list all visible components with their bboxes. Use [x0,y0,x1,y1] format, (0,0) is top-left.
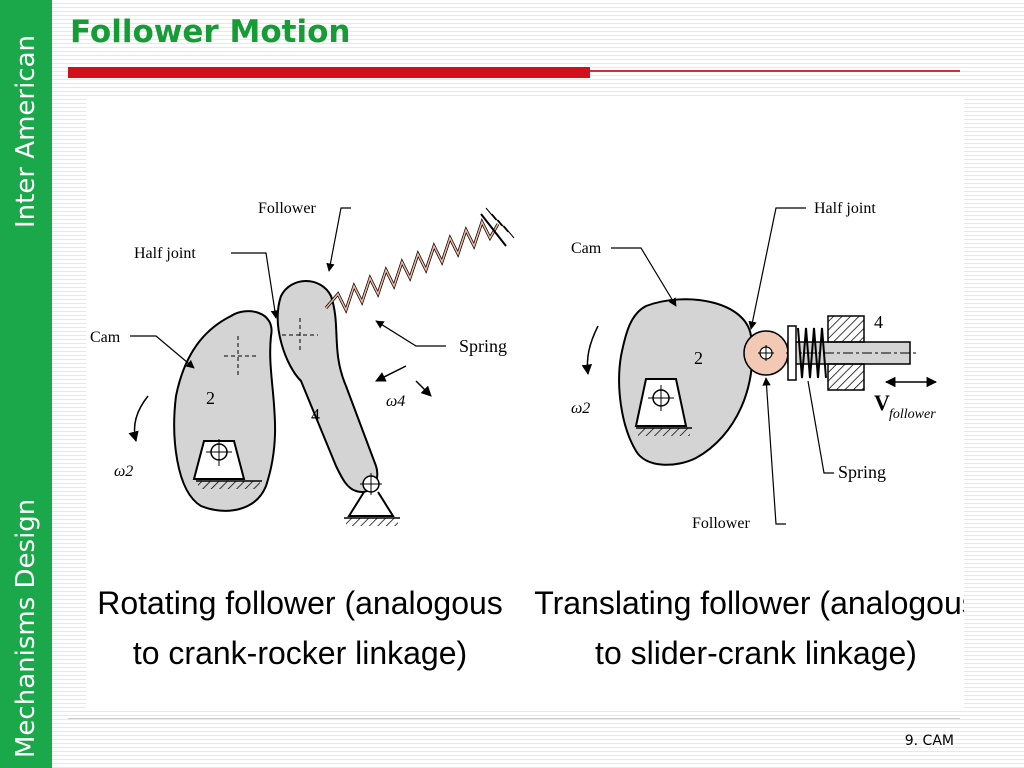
left-caption-line2: to crank-rocker linkage) [133,635,467,671]
left-follower-label: Follower [258,200,316,217]
slide-title: Follower Motion [70,14,351,50]
right-cam-shape [618,298,754,466]
translating-follower-diagram: Half joint Cam 4 2 ω2 V follower Spring … [534,200,978,671]
left-cam-label: Cam [90,329,121,346]
left-cam-number: 2 [206,388,215,408]
left-link-number: 4 [311,405,320,425]
rotating-follower-diagram: Follower Half joint Cam Spring ω4 4 2 ω2… [90,200,515,671]
sidebar: Inter American Mechanisms Design [0,0,52,768]
left-caption-line1: Rotating follower (analogous [97,585,503,621]
right-spring-label: Spring [838,462,886,482]
right-velocity-label: V [874,390,890,415]
diagram-panel: Follower Half joint Cam Spring ω4 4 2 ω2… [86,96,978,708]
right-follower-label: Follower [692,515,750,532]
right-link-number: 4 [874,312,883,332]
right-omega2-label: ω2 [571,400,590,417]
footer-divider [68,718,960,719]
left-omega4-label: ω4 [386,393,405,410]
title-underline-bar [68,67,590,78]
right-half-joint-label: Half joint [814,200,876,217]
right-caption-line1: Translating follower (analogous [534,585,964,621]
right-velocity-subscript: follower [889,407,936,422]
left-omega2-label: ω2 [114,463,133,480]
sidebar-top-text: Inter American [11,34,41,228]
right-caption-line2: to slider-crank linkage) [595,635,917,671]
right-spring [797,327,827,379]
slide-footer: 9. CAM [904,733,954,749]
cam-follower-diagrams: Follower Half joint Cam Spring ω4 4 2 ω2… [90,200,978,671]
title-underline-thin [590,70,960,72]
right-cam-number: 2 [694,348,703,368]
right-cam-label: Cam [571,240,602,257]
left-follower-arm [276,280,379,493]
left-half-joint-label: Half joint [134,245,196,262]
left-spring-label: Spring [459,336,507,356]
sidebar-bottom-text: Mechanisms Design [11,498,41,758]
left-spring [324,207,515,314]
